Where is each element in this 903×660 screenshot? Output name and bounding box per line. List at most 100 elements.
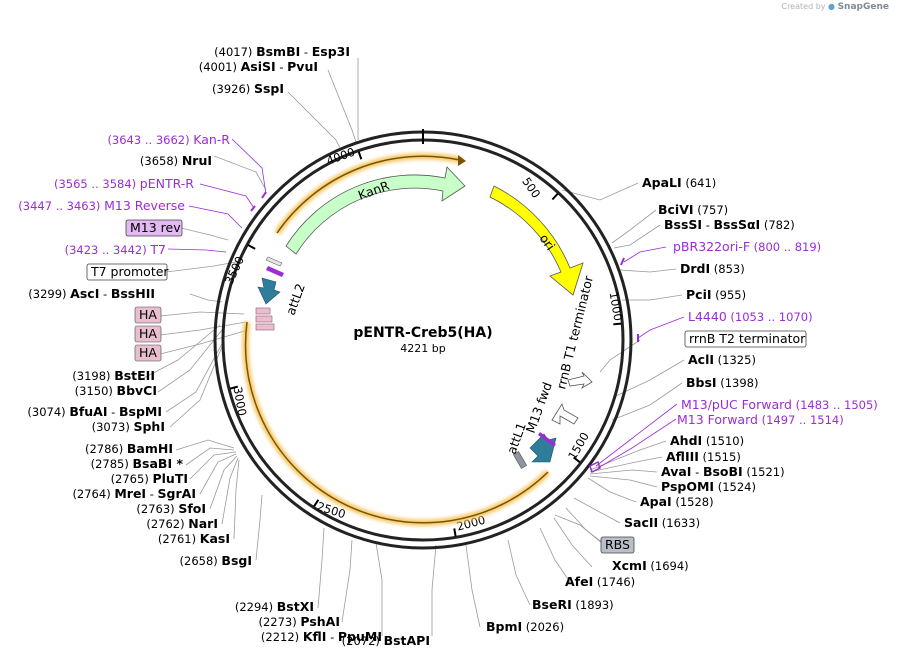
primer-label[interactable]: L4440 (1053 .. 1070) [688,309,813,324]
enzyme-label[interactable]: (2273) PshAI [258,614,340,629]
rbs-box-label: RBS [605,537,630,552]
primer-label[interactable]: (3447 .. 3463) M13 Reverse [18,198,185,213]
enzyme-label[interactable]: (2763) SfoI [136,501,206,516]
pbr322ori-primer-mark [620,257,625,266]
enzyme-label[interactable]: ApaLI (641) [642,175,716,190]
enzyme-label[interactable]: PciI (955) [686,287,746,302]
right-enzyme-labels: ApaLI (641) BciVI (757)BssSI - BssSαI (78… [486,175,795,634]
rrnbt2-box[interactable]: rrnB T2 terminator [684,330,807,348]
enzyme-label[interactable]: (2762) NarI [146,516,218,531]
ha-box-3[interactable]: HA [134,344,162,362]
primer-labels: (3643 .. 3662) Kan-R (3565 .. 3584) pENTR… [18,132,877,427]
rrnbt1-arrow[interactable] [567,371,593,390]
m13fwd-arrow[interactable] [551,403,579,425]
primer-label[interactable]: pBR322ori-F (800 .. 819) [673,239,821,254]
enzyme-label[interactable]: (2761) KasI [158,531,230,546]
enzyme-label[interactable]: (3150) BbvCI [75,383,157,398]
m13rev-box-label: M13 rev [130,220,181,235]
tick-mark [453,528,457,537]
kanr-primer-mark [261,191,267,199]
rrnbt1-label: rrnB T1 terminator [553,273,596,390]
ha-box-3-label: HA [139,345,157,360]
enzyme-label[interactable]: BpmI (2026) [486,619,564,634]
enzyme-label[interactable]: (4017) BsmBI - Esp3I [214,44,350,59]
enzyme-label[interactable]: (2765) PluTI [111,471,188,486]
enzyme-label[interactable]: (3074) BfuAI - BspMI [27,404,162,419]
tick-mark [229,385,239,390]
primer-label[interactable]: (3423 .. 3442) T7 [65,242,166,257]
left-enzyme-labels: (4017) BsmBI - Esp3I(4001) AsiSI - PvuI (… [27,44,430,648]
m13-forward-primer-mark [589,460,601,474]
rbs-box[interactable]: RBS [600,536,635,554]
orf-arc-bottom [244,321,549,524]
enzyme-label[interactable]: AhdI (1510) [670,433,744,448]
promoter-mark [265,256,283,267]
enzyme-label[interactable]: (3073) SphI [92,419,165,434]
plasmid-name: pENTR-Creb5(HA) [353,325,492,341]
ha-box-2[interactable]: HA [134,325,162,343]
enzyme-label[interactable]: PspOMI (1524) [661,479,756,494]
orf-arc-bottom-glow [242,321,551,527]
enzyme-label[interactable]: (2294) BstXI [235,599,314,614]
attl2-label: attL2 [283,281,308,317]
tick-label: 3000 [231,386,250,417]
enzyme-label[interactable]: ApaI (1528) [640,494,714,509]
tick-mark [313,499,320,508]
primer-label[interactable]: (3565 .. 3584) pENTR-R [54,176,194,191]
tick-mark [357,151,363,160]
m13rev-box[interactable]: M13 rev [125,219,183,237]
ha-box-1[interactable]: HA [134,306,162,324]
enzyme-label[interactable]: AvaI - BsoBI (1521) [661,464,785,479]
attl2-arrow[interactable] [257,277,281,305]
enzyme-label[interactable]: BseRI (1893) [532,597,614,612]
enzyme-label[interactable]: (3198) BstEII [72,368,155,383]
enzyme-label[interactable]: (2658) BsgI [180,553,252,568]
enzyme-label[interactable]: AflIII (1515) [666,449,741,464]
watermark: Created by ● SnapGene [781,2,889,12]
enzyme-label[interactable]: (3926) SspI [212,81,284,96]
tick-label: 3500 [222,254,247,286]
enzyme-label[interactable]: (2764) MreI - SgrAI [72,486,196,501]
t7promoter-box-label: T7 promoter [90,264,169,279]
enzyme-label[interactable]: (2072) BstAPI [342,633,430,648]
kanr-arrow[interactable] [285,166,466,255]
ha-mark-2[interactable] [255,315,273,323]
watermark-prefix: Created by [781,2,826,11]
enzyme-label[interactable]: (2786) BamHI [85,441,173,456]
enzyme-label[interactable]: BssSI - BssSαI (782) [664,217,795,232]
enzyme-label[interactable]: AfeI (1746) [565,574,635,589]
ha-box-2-label: HA [139,326,157,341]
enzyme-label[interactable]: (2785) BsaBI * [91,456,184,471]
enzyme-label[interactable]: AclI (1325) [688,352,756,367]
leader-lines [139,58,685,636]
tick-label: 1000 [607,291,626,322]
orf-arc-top [276,155,461,234]
primer-label[interactable]: M13/pUC Forward (1483 .. 1505) [681,397,878,412]
ha-mark-1[interactable] [255,307,271,315]
enzyme-label[interactable]: XcmI (1694) [612,558,689,573]
enzyme-label[interactable]: DrdI (853) [680,261,745,276]
attl1-label: attL1 [504,420,529,456]
primer-label[interactable]: (3643 .. 3662) Kan-R [107,132,230,147]
enzyme-label[interactable]: BbsI (1398) [686,375,758,390]
tick-mark [247,244,256,250]
attl1-box [512,451,528,469]
tick-label: 1500 [565,430,592,462]
enzyme-label[interactable]: (3299) AscI - BssHII [28,286,155,301]
enzyme-label[interactable]: BciVI (757) [658,202,728,217]
tick-label: 4000 [324,145,356,168]
enzyme-label[interactable]: (4001) AsiSI - PvuI [199,59,318,74]
pentr-r-primer-mark [250,205,256,212]
ori-arrow[interactable] [489,185,584,296]
ha-box-1-label: HA [139,307,157,322]
tick-mark [551,192,559,201]
enzyme-label[interactable]: SacII (1633) [624,515,700,530]
ha-mark-3[interactable] [255,323,275,331]
plasmid-size: 4221 bp [400,342,445,355]
enzyme-label[interactable]: (3658) NruI [140,153,212,168]
primer-label[interactable]: M13 Forward (1497 .. 1514) [677,412,844,427]
m13fwd-primer-mark [538,432,556,447]
t7promoter-box[interactable]: T7 promoter [86,263,169,281]
enzyme-label[interactable]: (2212) KflI - PpuMI [261,629,382,644]
